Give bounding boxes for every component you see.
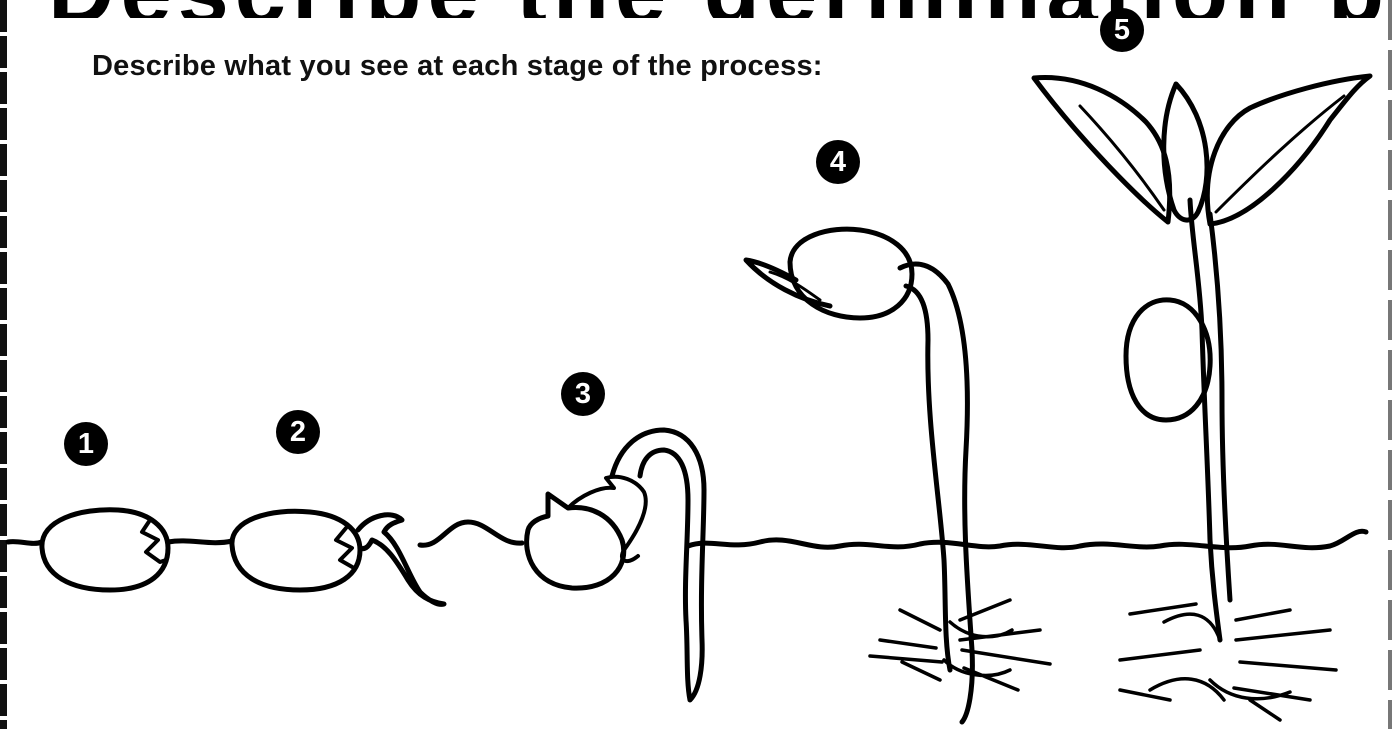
stage-number-4: 4 bbox=[816, 140, 860, 184]
stage-number-5: 5 bbox=[1100, 8, 1144, 52]
seed-stage-1 bbox=[42, 510, 168, 590]
seedling-stage-4 bbox=[746, 229, 1050, 722]
seed-stage-3 bbox=[527, 430, 704, 700]
stage-number-3: 3 bbox=[561, 372, 605, 416]
plant-stage-5 bbox=[1034, 76, 1370, 720]
seed-stage-2 bbox=[232, 511, 444, 604]
stage-number-2: 2 bbox=[276, 410, 320, 454]
stage-number-1: 1 bbox=[64, 422, 108, 466]
